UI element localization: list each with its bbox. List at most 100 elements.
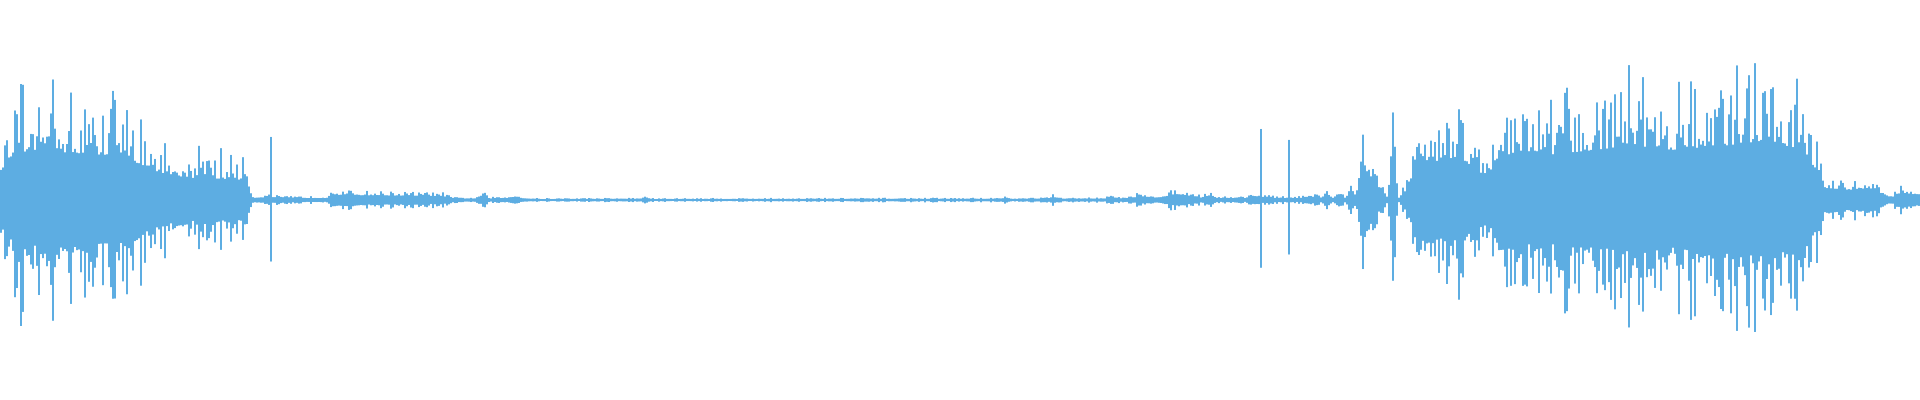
waveform-bar [1366,171,1368,232]
waveform-bar [1456,143,1458,259]
waveform-bar [1706,112,1708,284]
waveform-bar [194,168,196,235]
waveform-bar [1716,116,1718,280]
waveform-bar [1688,124,1690,281]
waveform-bar [1394,146,1396,258]
waveform-bar [1638,101,1640,305]
waveform-bar [1364,165,1366,238]
waveform-bar [1714,109,1716,297]
waveform-bar [214,160,216,243]
waveform-bar [1664,135,1666,263]
waveform-bar [1444,155,1446,242]
waveform-bar [1472,157,1474,240]
waveform-bar [1528,151,1530,245]
waveform-bar [1602,108,1604,285]
waveform-bar [1790,110,1792,299]
waveform-bar [1604,100,1606,291]
waveform-bar [1770,89,1772,316]
waveform-bar [1454,156,1456,241]
waveform-bar [1420,153,1422,250]
waveform-bar [66,144,68,252]
waveform-bar [144,141,146,263]
waveform-bar [1654,117,1656,288]
waveform-bar [1544,147,1546,259]
waveform-bar [1570,140,1572,256]
waveform-bar [1392,112,1394,281]
waveform-bar [1422,156,1424,241]
waveform-bar [100,152,102,244]
waveform-bar [10,156,12,240]
waveform-bar [1656,146,1658,251]
waveform-bar [1610,102,1612,300]
waveform-bar [1686,146,1688,251]
waveform-bar [86,144,88,253]
waveform-bar [1532,124,1534,279]
waveform-bar [1684,145,1686,250]
waveform-bar [1780,121,1782,286]
waveform-bar [1578,114,1580,294]
waveform-bar [1590,149,1592,248]
waveform-bar [122,124,124,282]
waveform-bar [1390,156,1392,241]
waveform-bar [28,147,30,256]
waveform-bar [1458,109,1460,300]
waveform-bar [1794,104,1796,299]
waveform-bar [1620,92,1622,299]
waveform-bar [1772,87,1774,303]
waveform-bar [1508,154,1510,249]
waveform-bar [118,143,120,261]
waveform-bar [1576,151,1578,253]
waveform-bar [1682,124,1684,270]
waveform-bar [88,124,90,282]
waveform-bar [1710,118,1712,276]
waveform-bar [1776,126,1778,270]
waveform-bar [1558,125,1560,278]
waveform-bar [1708,141,1710,256]
waveform-bar [1626,143,1628,252]
waveform-bar [1540,149,1542,249]
waveform-bar [1788,122,1790,284]
waveform-bar [1530,147,1532,258]
waveform-bar [1782,143,1784,253]
waveform-bar [1800,134,1802,268]
waveform-bar [1374,174,1376,229]
waveform-bar [1718,107,1720,288]
waveform-bar [1470,153,1472,242]
waveform-bar [14,110,16,298]
waveform-bar [2,167,4,230]
waveform-bar [1694,89,1696,317]
waveform-bar [42,137,44,259]
waveform-bar [60,148,62,248]
waveform-bar [1588,150,1590,253]
waveform-bar [1628,65,1630,328]
waveform-bar [1680,137,1682,265]
waveform-bar [84,109,86,298]
waveform-bar [1360,161,1362,236]
waveform-bar [92,117,94,287]
waveform-bar [1460,120,1462,274]
waveform-bar [1438,130,1440,273]
waveform-bar [110,108,112,288]
waveform-bar [1546,123,1548,282]
waveform-bar [1526,118,1528,287]
waveform-bar [32,134,34,269]
waveform-bar [1510,120,1512,286]
waveform-bar [1622,142,1624,255]
waveform-bar [1520,150,1522,255]
waveform-bar [1288,139,1290,255]
waveform-bar [82,152,84,252]
waveform-bar [116,145,118,253]
waveform-bar [146,165,148,232]
waveform-bar [1816,141,1818,263]
waveform-bar [1666,126,1668,270]
waveform-bar [40,141,42,255]
waveform-bar [26,149,28,256]
waveform-bar [1750,142,1752,256]
waveform-bar [1260,128,1262,268]
waveform-bar [1798,142,1800,261]
waveform-bar [1722,98,1724,312]
waveform-bar [170,174,172,224]
waveform-bar [1586,145,1588,250]
waveform-bar [1746,88,1748,307]
